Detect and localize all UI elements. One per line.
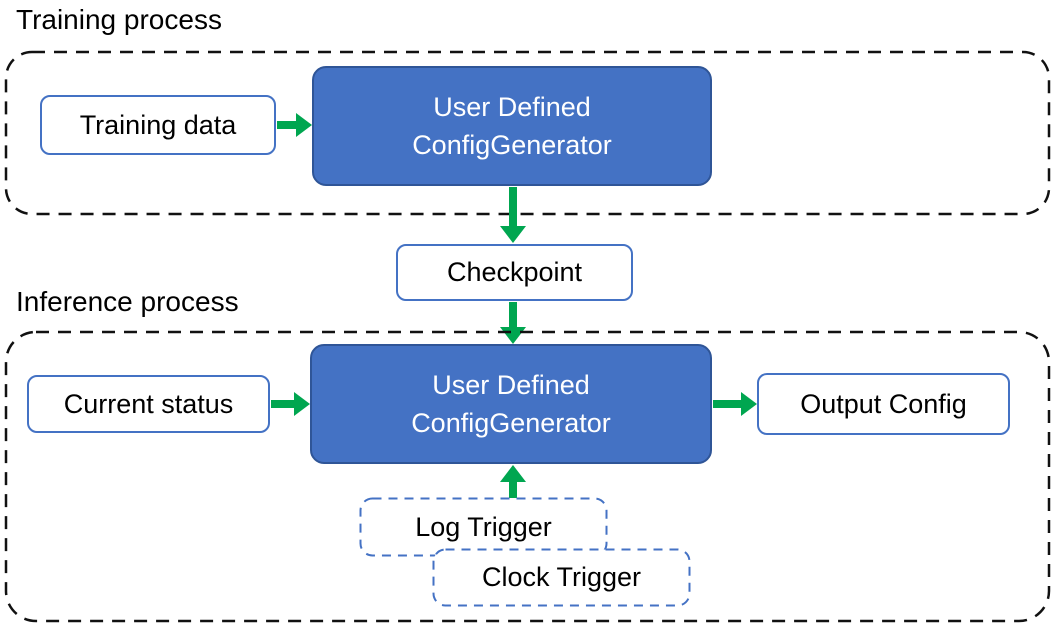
output-config-node: Output Config (757, 373, 1010, 435)
config-generator-training-line1: User Defined (433, 92, 591, 122)
clock-trigger-label: Clock Trigger (481, 562, 642, 592)
config-generator-inference-line1: User Defined (432, 370, 590, 400)
output-config-label: Output Config (800, 388, 967, 419)
clock-trigger-node: Clock Trigger (432, 548, 691, 607)
clock-trigger-border (432, 548, 691, 607)
config-generator-inference-line2: ConfigGenerator (411, 408, 611, 438)
arrow-training-data-to-generator (277, 113, 312, 137)
arrow-generator-to-checkpoint (500, 187, 526, 243)
arrow-triggers-to-generator (500, 465, 526, 498)
training-data-label: Training data (79, 109, 237, 140)
current-status-label: Current status (63, 388, 234, 419)
training-data-node: Training data (40, 95, 276, 155)
inference-process-title: Inference process (16, 286, 239, 317)
training-process-title: Training process (16, 4, 222, 35)
config-generator-training-line2: ConfigGenerator (412, 130, 612, 160)
config-generator-inference-node: User Defined ConfigGenerator (310, 344, 712, 464)
current-status-node: Current status (27, 375, 270, 433)
inference-process-container (4, 330, 1051, 623)
training-process-container (4, 50, 1051, 216)
checkpoint-label: Checkpoint (446, 257, 583, 287)
log-trigger-node: Log Trigger (359, 497, 608, 557)
config-generator-training-node: User Defined ConfigGenerator (312, 66, 712, 186)
checkpoint-node: Checkpoint (396, 244, 633, 301)
arrow-generator-to-output-config (713, 392, 757, 416)
log-trigger-label: Log Trigger (415, 511, 552, 542)
arrow-current-status-to-generator (271, 392, 310, 416)
